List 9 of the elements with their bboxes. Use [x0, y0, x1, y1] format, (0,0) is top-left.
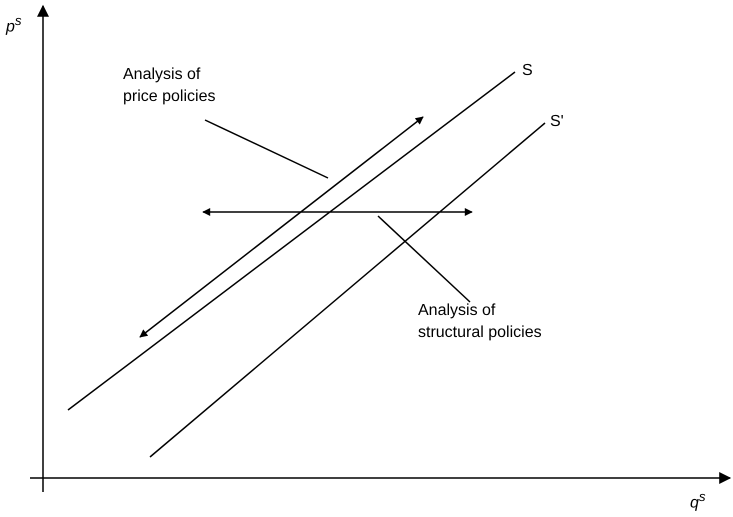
leader-line	[204, 119, 328, 179]
leader-line	[377, 215, 471, 303]
curve-label: S	[522, 61, 533, 81]
axis-label: p$^{s}$	[6, 12, 22, 38]
annotation-text: Analysis of price policies	[123, 64, 238, 108]
annotation-text: Analysis of structural policies	[418, 300, 553, 344]
axis-label: q$^{s}$	[690, 488, 706, 514]
double-arrow	[202, 208, 473, 216]
curve-label: S'	[550, 112, 564, 132]
